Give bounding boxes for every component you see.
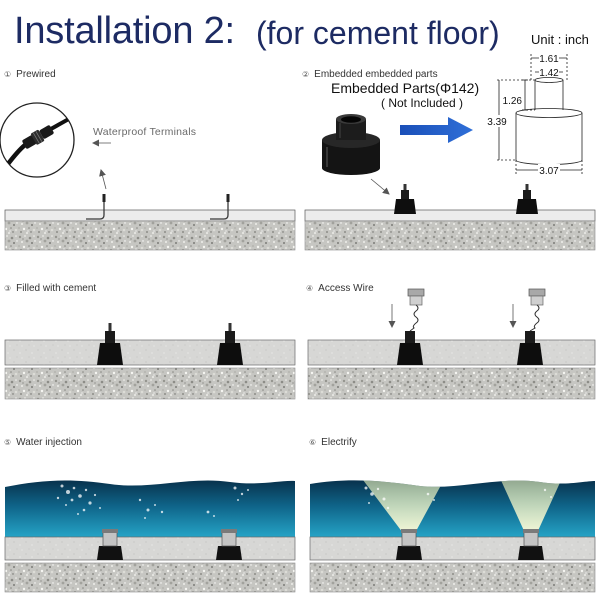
embedded-part-photo xyxy=(322,114,380,175)
dim-total-height: 3.39 xyxy=(487,117,507,128)
cement-layer xyxy=(310,537,595,560)
step-text: Filled with cement xyxy=(16,283,96,294)
water-body xyxy=(5,480,295,537)
unit-note: Unit : inch xyxy=(531,33,589,46)
dim-base-width: 3.07 xyxy=(539,166,559,177)
step-text: Access Wire xyxy=(318,283,374,294)
dimension-drawing: 1.61 1.42 1.26 3.39 3.07 xyxy=(486,52,582,177)
step-label-water-injection: ⑤ Water injection xyxy=(4,438,82,448)
floor-slab xyxy=(305,210,595,250)
step-number: ② xyxy=(302,70,309,79)
step-number: ① xyxy=(4,70,11,79)
lamp-wire xyxy=(410,305,418,331)
floor-surface xyxy=(305,210,595,221)
gravel-base xyxy=(5,368,295,399)
step-label-filled-with-cement: ③ Filled with cement xyxy=(4,284,96,294)
step-label-access-wire: ④ Access Wire xyxy=(306,284,374,294)
embedded-part xyxy=(217,323,243,365)
embedded-part xyxy=(397,331,423,365)
step-text: Water injection xyxy=(16,437,82,448)
floor-slab xyxy=(310,537,595,592)
page-title: Installation 2: xyxy=(14,12,235,50)
floor-slab xyxy=(308,340,595,399)
underwater-lamp-icon xyxy=(529,289,545,331)
panel-filled-with-cement xyxy=(5,323,295,399)
panel-access-wire xyxy=(308,289,595,399)
panel-electrify xyxy=(310,476,595,592)
step-text: Embedded embedded parts xyxy=(314,69,437,80)
page-subtitle: (for cement floor) xyxy=(256,17,500,49)
embedded-parts-callout: Embedded Parts(Φ142) xyxy=(331,81,479,95)
floor-surface xyxy=(5,210,295,221)
step-label-prewired: ① Prewired xyxy=(4,70,56,80)
floor-slab xyxy=(5,340,295,399)
step-text: Electrify xyxy=(321,437,357,448)
step-number: ⑥ xyxy=(309,438,316,447)
step-number: ④ xyxy=(306,284,313,293)
cement-layer xyxy=(5,340,295,365)
dim-top-outer: 1.61 xyxy=(539,54,559,65)
direction-arrow-icon xyxy=(400,117,473,143)
gravel-base xyxy=(5,221,295,250)
underwater-lamp-icon xyxy=(408,289,424,331)
panel-water-injection xyxy=(5,480,295,592)
embedded-part xyxy=(394,184,416,214)
step-number: ③ xyxy=(4,284,11,293)
part-pointer-arrow xyxy=(371,179,389,194)
part-outline xyxy=(516,78,582,165)
waterproof-terminals-callout: Waterproof Terminals xyxy=(93,127,196,138)
embedded-part xyxy=(97,323,123,365)
step-text: Prewired xyxy=(16,69,55,80)
step-number: ⑤ xyxy=(4,438,11,447)
wire-pointer-arrow xyxy=(101,170,106,189)
floor-slab xyxy=(5,537,295,592)
embedded-part xyxy=(516,184,538,214)
floor-slab xyxy=(5,210,295,250)
dim-neck-height: 1.26 xyxy=(503,96,523,107)
embedded-part xyxy=(517,331,543,365)
step-label-electrify: ⑥ Electrify xyxy=(309,438,357,448)
step-label-embedded-parts: ② Embedded embedded parts xyxy=(302,70,438,80)
gravel-base xyxy=(5,563,295,592)
cement-layer xyxy=(5,537,295,560)
not-included-note: ( Not Included ) xyxy=(381,97,463,109)
lamp-wire xyxy=(530,305,539,331)
gravel-base xyxy=(310,563,595,592)
dim-top-inner: 1.42 xyxy=(539,68,559,79)
cement-layer xyxy=(308,340,595,365)
waterproof-terminal-magnifier-icon xyxy=(0,103,82,177)
gravel-base xyxy=(305,221,595,250)
gravel-base xyxy=(308,368,595,399)
